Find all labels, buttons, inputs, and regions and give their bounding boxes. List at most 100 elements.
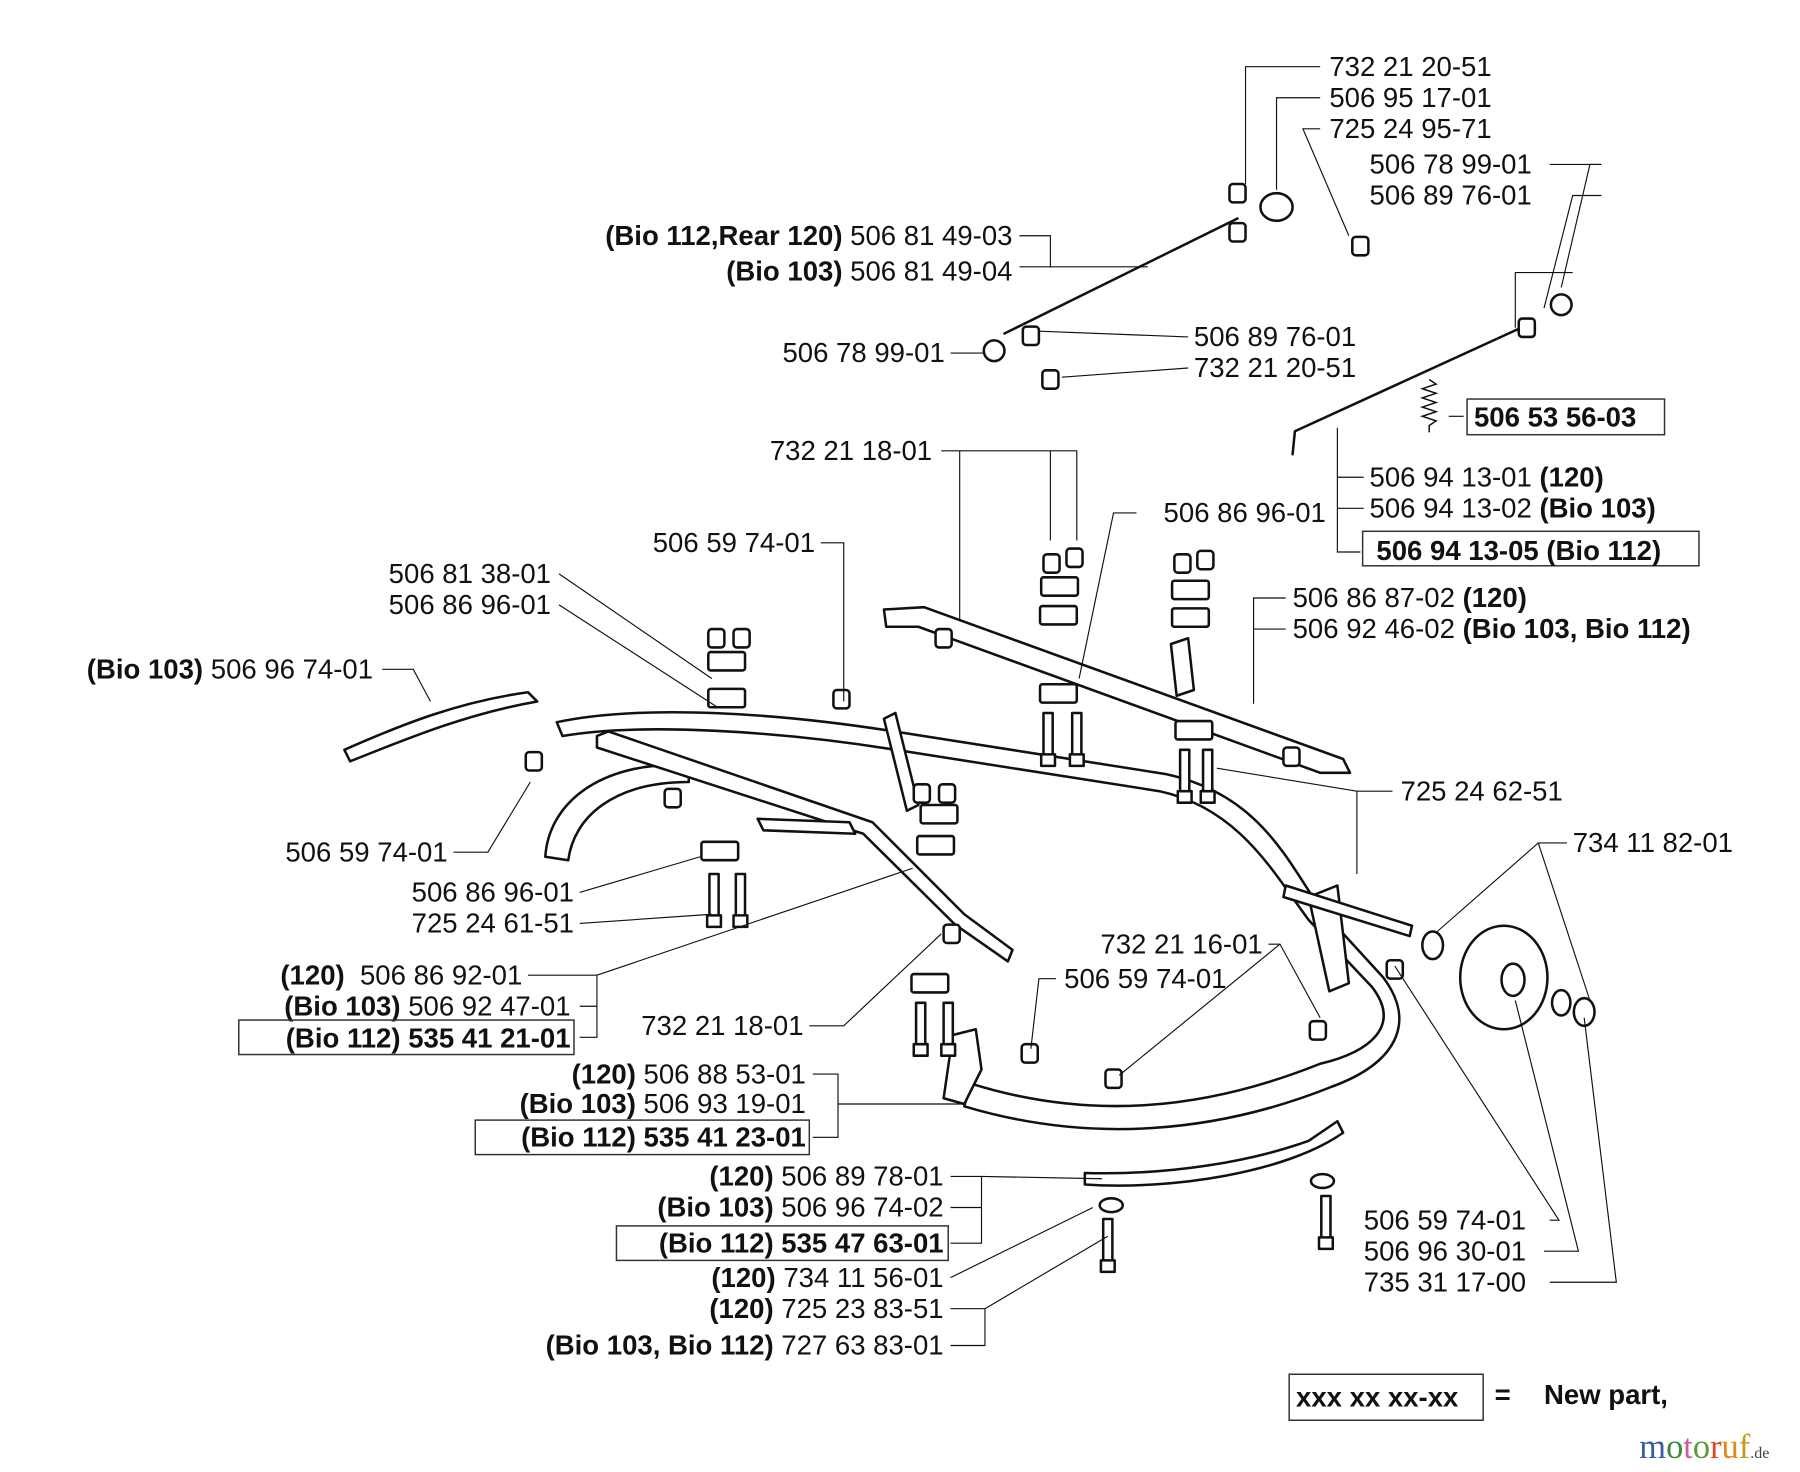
circlip [1572,996,1596,1028]
part-callout: 506 92 46-02 (Bio 103, Bio 112) [1293,613,1691,644]
leader-line [382,668,431,702]
bolt-head [1039,753,1057,768]
part-callout: (120) 506 86 92-01 [280,959,522,990]
nut-icon [1021,325,1041,347]
part-callout: (Bio 103) 506 92 47-01 [284,990,570,1021]
bolt-icon [1070,711,1083,758]
rod-eye [1259,191,1294,223]
leader-line [1514,271,1573,328]
part-number: 506 81 49-03 [843,220,1013,251]
new-part-box [474,1119,811,1156]
part-callout: 734 11 82-01 [1573,827,1733,858]
part-callout: 506 81 38-01 [389,558,551,589]
part-callout: 506 95 17-01 [1329,82,1491,113]
part-number: 535 47 63-01 [774,1227,944,1258]
nut-icon [1351,235,1370,257]
nut-icon [934,627,953,649]
bolt-icon [914,1001,927,1048]
nut-icon [663,787,683,809]
leader-line [950,1206,1094,1279]
legend-box [1288,1373,1484,1421]
bolt-head [1068,753,1085,768]
nut-icon [732,627,751,649]
part-number: 506 59 74-01 [1064,963,1226,994]
front-tab [756,817,857,836]
part-callout: 506 86 96-01 [412,877,574,908]
clamp-block [1038,604,1079,626]
model-suffix: (120) [1539,461,1603,492]
part-callout: (Bio 112) 535 41 21-01 [286,1023,571,1054]
bolt-icon [1201,748,1214,795]
bolt-icon [708,872,720,919]
part-number: 506 59 74-01 [653,527,815,558]
part-callout: (Bio 103) 506 96 74-02 [657,1192,943,1223]
model-suffix: (Bio 112) [1546,535,1661,566]
part-number: 535 41 23-01 [636,1122,806,1153]
part-callout: 506 89 76-01 [1370,180,1532,211]
part-callout: (120) 506 88 53-01 [572,1058,806,1089]
part-number: 734 11 82-01 [1573,827,1733,858]
nut-icon [1173,553,1192,574]
rear-rod [882,605,1352,775]
leader-line [984,1235,1109,1310]
nut-icon [1041,369,1060,390]
clamp-block [1039,576,1080,597]
bolt-icon [1178,748,1191,795]
clamp-block [707,650,747,672]
leader-line [809,933,942,1027]
part-callout: (Bio 103) 506 96 74-01 [87,653,373,684]
model-variant: (Bio 103) [657,1192,773,1223]
new-part-box [1361,530,1700,567]
part-callout: (120) 734 11 56-01 [711,1262,943,1293]
bolt-head [705,914,723,929]
leader-line [1038,330,1189,338]
part-callout: 732 21 20-51 [1329,51,1491,82]
washer-icon [1098,1197,1124,1214]
spring [1419,378,1439,433]
leader-line [558,573,713,679]
part-number: 506 88 53-01 [636,1058,806,1089]
model-variant: (Bio 112,Rear 120) [605,220,842,251]
part-callout: 506 86 96-01 [1164,497,1326,528]
leader-line [1061,367,1189,378]
svg-text:motoruf.de: motoruf.de [1639,1428,1769,1466]
leader-line [941,450,1078,541]
ball-joint-2 [1549,293,1573,317]
leader-line [1216,767,1357,792]
leader-lines [382,66,1617,1347]
leader-line [1537,842,1591,1001]
clamp-block [915,834,956,856]
part-number: 506 96 30-01 [1364,1235,1526,1266]
part-callout: 732 21 18-01 [770,435,932,466]
part-callout: 506 59 74-01 [1364,1204,1526,1235]
model-variant: (120) [711,1262,775,1293]
model-variant: (Bio 103) [87,653,203,684]
part-callout: (Bio 112,Rear 120) 506 81 49-03 [605,220,1012,251]
part-number: 506 86 96-01 [1164,497,1326,528]
model-variant: (Bio 112) [659,1227,774,1258]
part-number: 506 59 74-01 [285,836,447,867]
part-callout: 506 59 74-01 [653,527,815,558]
part-callout: 732 21 18-01 [641,1010,803,1041]
bolt-icon [1101,1217,1114,1264]
nut-icon [942,923,961,945]
leader-line [1078,512,1137,679]
leader-line [1356,790,1393,874]
nut-icon [1065,547,1084,569]
part-number: 506 86 92-01 [345,959,523,990]
part-callout: 506 94 13-05 (Bio 112) [1376,535,1661,566]
nut-icon [832,688,851,710]
part-callout: 725 24 95-71 [1329,113,1491,144]
bracket-plate [1169,636,1196,698]
part-callout: 506 86 96-01 [389,589,551,620]
part-number: 506 81 49-04 [843,256,1013,287]
part-number: 506 89 78-01 [774,1161,944,1192]
bolt-head [1176,789,1193,804]
leader-line [1019,235,1051,268]
part-callout: 506 78 99-01 [782,337,944,368]
leader-line [1244,66,1321,184]
clamp-block [700,840,740,862]
model-variant: (Bio 103) [284,990,400,1021]
part-number: 735 31 17-00 [1364,1266,1526,1297]
